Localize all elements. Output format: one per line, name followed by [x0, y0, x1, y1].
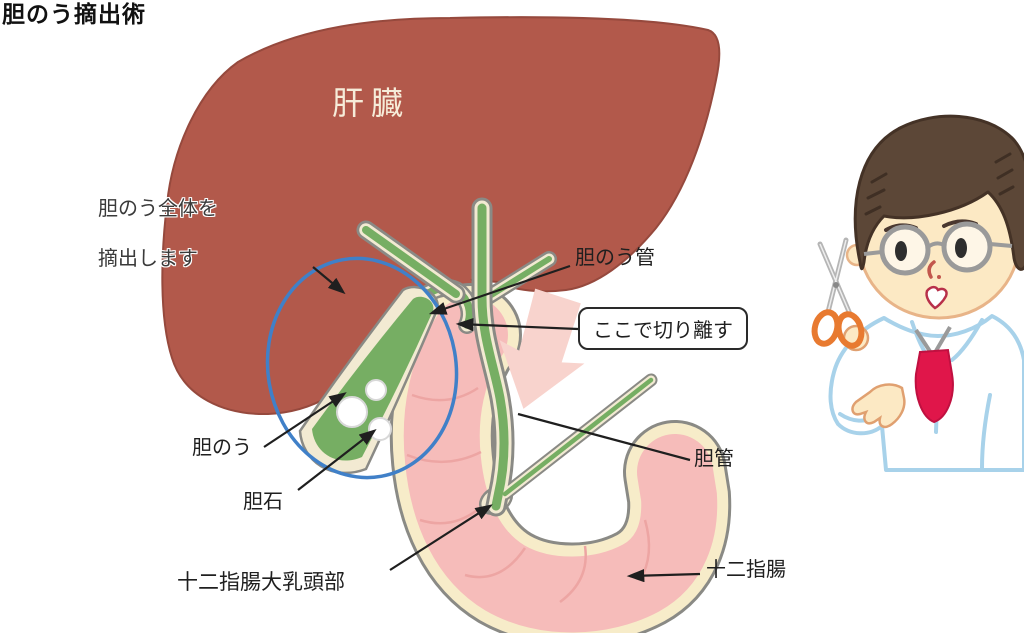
duodenum-folds — [406, 386, 651, 604]
flow-arrow — [499, 288, 585, 409]
cystic-duct-label: 胆のう管 — [575, 245, 655, 269]
gallbladder-label: 胆のう — [192, 435, 252, 459]
papilla-label: 十二指腸大乳頭部 — [177, 570, 345, 594]
nose-dot — [937, 275, 941, 279]
pointing-hand — [851, 383, 906, 429]
hair-strokes — [864, 152, 1015, 216]
mouth — [925, 285, 948, 310]
bile-duct-label: 胆管 — [694, 446, 734, 470]
note-text-line1: 胆のう全体を — [98, 196, 218, 220]
eye — [895, 241, 907, 261]
necktie — [914, 348, 954, 424]
cut-here-callout: ここで切り離す — [578, 307, 748, 350]
glasses-icon — [863, 221, 1013, 276]
bile-duct-system — [356, 197, 658, 517]
scissors-icon — [811, 237, 870, 352]
gallstone-label: 胆石 — [243, 489, 283, 513]
gallbladder-highlight-circle — [265, 256, 459, 480]
doctor-hair — [853, 114, 1024, 271]
doctor-character — [811, 114, 1024, 472]
nose — [927, 260, 936, 279]
leader-lines — [263, 264, 701, 583]
eye — [955, 238, 967, 258]
liver-label: 肝臓 — [332, 84, 411, 122]
page-title: 胆のう摘出術 — [2, 2, 146, 28]
note-text-line2: 摘出します — [98, 246, 198, 270]
duodenum-label: 十二指腸 — [706, 557, 786, 581]
